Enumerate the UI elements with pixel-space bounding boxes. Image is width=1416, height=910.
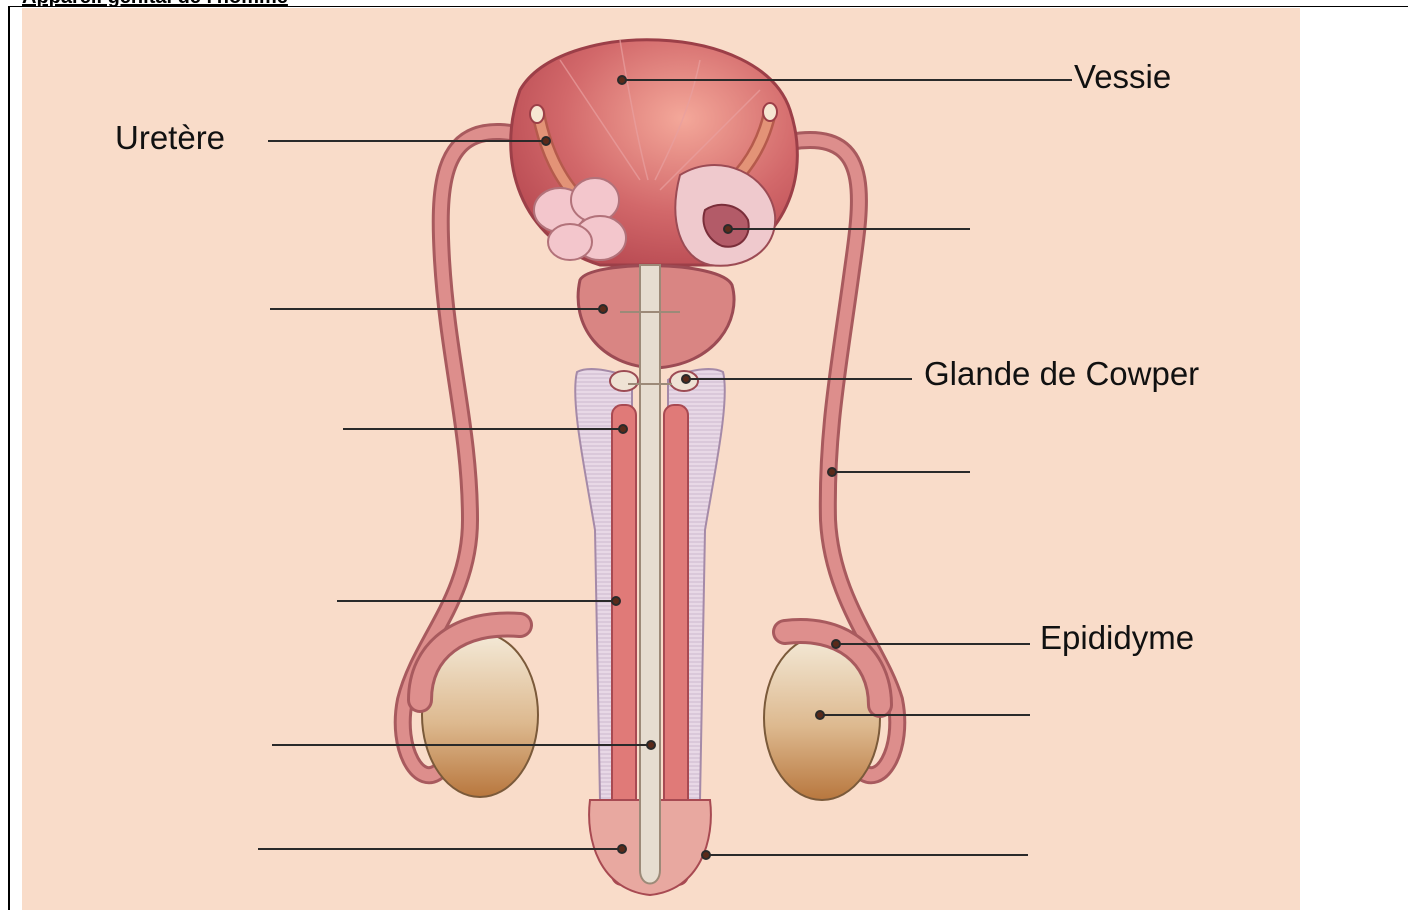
- cowper-gland-left: [610, 371, 638, 391]
- testis-left: [420, 624, 538, 797]
- label-glande-cowper: Glande de Cowper: [924, 355, 1199, 393]
- label-epididyme: Epididyme: [1040, 619, 1194, 657]
- label-uretere: Uretère: [115, 119, 225, 157]
- seminal-vesicle-left: [534, 178, 626, 260]
- urethra: [640, 265, 660, 884]
- label-vessie: Vessie: [1074, 58, 1171, 96]
